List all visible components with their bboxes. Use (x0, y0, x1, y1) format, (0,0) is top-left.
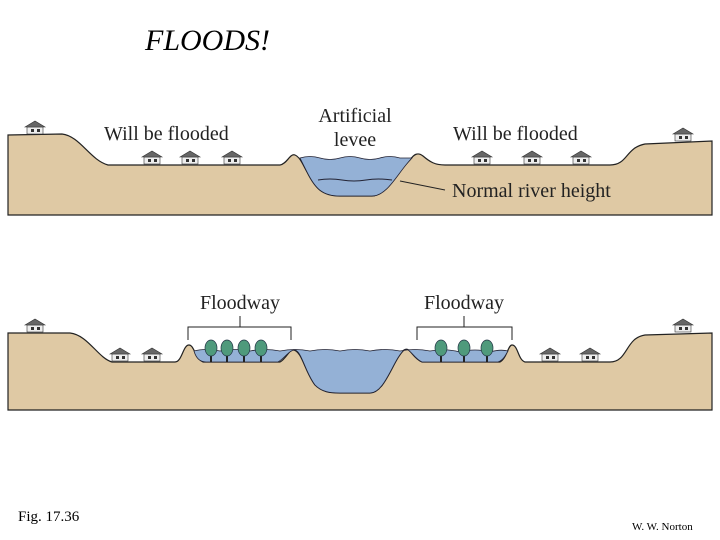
floodway-right-bracket (416, 316, 513, 340)
bottom-cross-section: Floodway Floodway (7, 292, 713, 411)
flood-water (299, 156, 413, 197)
will-be-flooded-right-label: Will be flooded (453, 123, 578, 145)
artificial-levee-label: Artificial (318, 105, 392, 127)
credit: W. W. Norton (632, 521, 693, 533)
slide-title: FLOODS! (145, 24, 270, 57)
top-cross-section: Will be flooded Will be flooded Artifici… (7, 105, 713, 216)
floodway-left-label: Floodway (200, 292, 280, 314)
levee-label: levee (334, 129, 376, 151)
normal-river-line (317, 178, 393, 182)
floodway-right-label: Floodway (424, 292, 504, 314)
river-label-leader (399, 180, 446, 191)
will-be-flooded-left-label: Will be flooded (104, 123, 229, 145)
normal-river-height-label: Normal river height (452, 180, 611, 202)
figure-caption: Fig. 17.36 (18, 509, 80, 525)
floodway-left-bracket (187, 316, 292, 340)
